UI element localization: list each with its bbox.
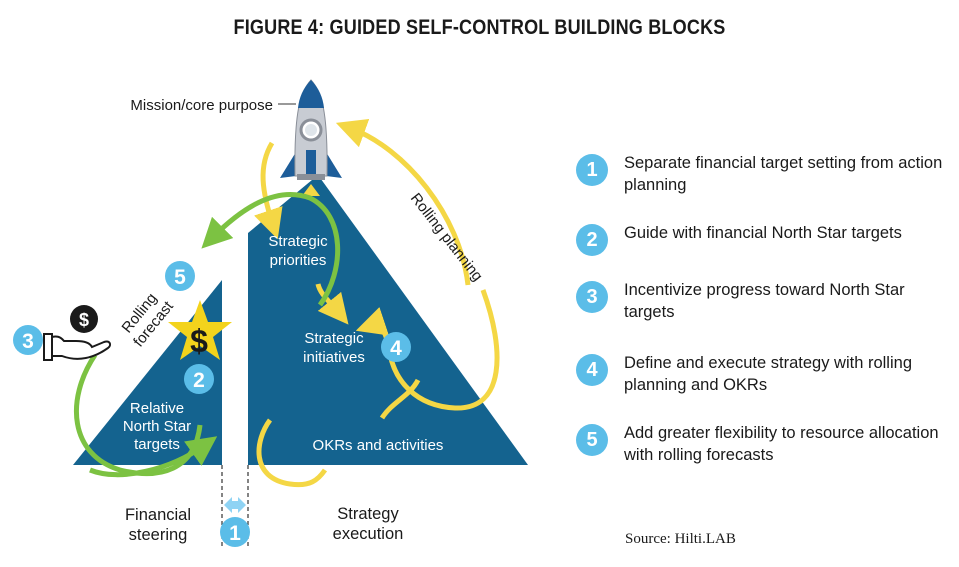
financial-steering-line2: steering (129, 526, 188, 544)
coin-dollar-symbol: $ (79, 310, 89, 330)
green-arrow-top-loop (201, 191, 341, 307)
financial-steering-line1: Financial (125, 506, 191, 524)
svg-text:5: 5 (174, 266, 186, 289)
legend-item-3: 3 Incentivize progress toward North Star… (570, 279, 955, 352)
relative-targets-line3: targets (134, 436, 180, 453)
yellow-arrow-okrs-bottom (256, 378, 421, 488)
yellow-arrow-rolling-planning (335, 119, 471, 286)
yellow-arrow-rocket-to-priorities (254, 141, 283, 240)
mission-label: Mission/core purpose (130, 97, 273, 114)
legend-item-2: 2 Guide with financial North Star target… (570, 222, 955, 279)
rolling-planning-label: Rolling planning (407, 190, 486, 285)
legend-badge-5: 5 (576, 424, 608, 456)
legend-badge-1: 1 (576, 154, 608, 186)
green-arrow-to-targets (89, 436, 218, 478)
strategic-initiatives-line2: initiatives (303, 349, 365, 366)
legend-text-2: Guide with financial North Star targets (624, 224, 902, 242)
svg-text:4: 4 (390, 337, 402, 360)
strategy-execution-line2: execution (333, 525, 404, 543)
legend-text-3: Incentivize progress toward North Star t… (624, 281, 905, 321)
legend-badge-3: 3 (576, 281, 608, 313)
legend: 1 Separate financial target setting from… (570, 152, 955, 472)
badge-2: 2 (184, 364, 214, 394)
strategic-priorities-line1: Strategic (268, 233, 328, 250)
legend-item-4: 4 Define and execute strategy with rolli… (570, 352, 955, 422)
north-star-icon (168, 300, 232, 360)
strategic-initiatives-line1: Strategic (304, 330, 364, 347)
legend-text-4: Define and execute strategy with rolling… (624, 354, 912, 394)
badge-5: 5 (165, 261, 195, 291)
strategy-execution-line1: Strategy (337, 505, 399, 523)
okrs-label: OKRs and activities (313, 437, 444, 454)
badge-3: 3 (13, 325, 43, 355)
figure-title: FIGURE 4: GUIDED SELF-CONTROL BUILDING B… (233, 16, 726, 39)
legend-text-5: Add greater flexibility to resource allo… (624, 424, 939, 464)
rocket-icon (280, 79, 342, 196)
strategy-triangle (248, 175, 528, 465)
legend-item-5: 5 Add greater flexibility to resource al… (570, 422, 955, 472)
legend-item-1: 1 Separate financial target setting from… (570, 152, 955, 222)
relative-targets-line1: Relative (130, 400, 184, 417)
svg-text:1: 1 (229, 522, 241, 545)
hand-coin-icon: $ (43, 305, 112, 361)
svg-text:2: 2 (193, 369, 205, 392)
relative-targets-line2: North Star (123, 418, 191, 435)
badge-4: 4 (381, 332, 411, 362)
legend-badge-2: 2 (576, 224, 608, 256)
separation-double-arrow (224, 497, 246, 513)
legend-text-1: Separate financial target setting from a… (624, 154, 943, 194)
svg-text:3: 3 (22, 330, 34, 353)
legend-badge-4: 4 (576, 354, 608, 386)
badge-1: 1 (220, 517, 250, 547)
source-note: Source: Hilti.LAB (625, 531, 736, 547)
star-dollar-symbol: $ (190, 323, 208, 359)
strategic-priorities-line2: priorities (270, 252, 327, 269)
